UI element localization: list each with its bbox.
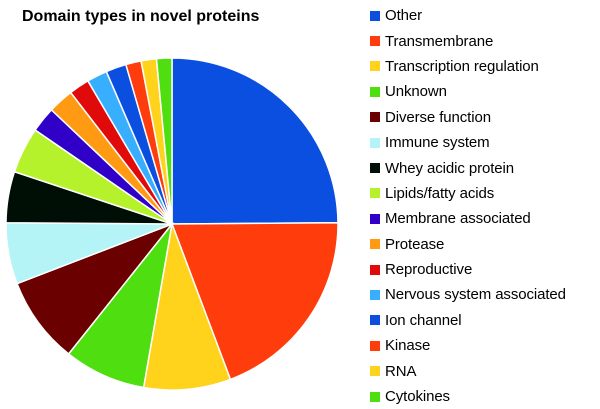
pie-slice-4 — [16, 222, 175, 355]
legend-swatch — [370, 163, 380, 174]
legend-label: Lipids/fatty acids — [385, 184, 495, 202]
pie-slice-15 — [155, 57, 173, 225]
legend-item: Cytokines — [370, 384, 600, 409]
legend-swatch — [370, 340, 380, 351]
legend-swatch — [370, 315, 380, 326]
legend-swatch — [370, 188, 380, 199]
chart-title: Domain types in novel proteins — [22, 8, 260, 25]
legend-swatch — [370, 366, 380, 377]
legend-swatch — [370, 264, 380, 275]
legend-swatch — [370, 112, 380, 123]
legend-item: Protease — [370, 232, 600, 257]
legend-item: Kinase — [370, 333, 600, 358]
legend-label: Ion channel — [385, 311, 462, 329]
legend-swatch — [370, 10, 380, 21]
legend-item: Whey acidic protein — [370, 155, 600, 180]
legend-item: Reproductive — [370, 257, 600, 282]
legend-item: Immune system — [370, 130, 600, 155]
legend-label: Transcription regulation — [385, 57, 539, 75]
pie-slice-0 — [171, 57, 339, 225]
legend-swatch — [370, 36, 380, 47]
legend-swatch — [370, 137, 380, 148]
legend-label: Immune system — [385, 134, 490, 152]
legend-swatch — [370, 289, 380, 300]
legend-swatch — [370, 61, 380, 72]
legend-item: Membrane associated — [370, 206, 600, 231]
legend-item: Transmembrane — [370, 28, 600, 53]
legend-item: Other — [370, 3, 600, 28]
legend-item: Ion channel — [370, 308, 600, 333]
legend-item: RNA — [370, 358, 600, 383]
pie-slice-1 — [170, 221, 339, 381]
legend-swatch — [370, 391, 380, 402]
legend-swatch — [370, 86, 380, 97]
legend-label: Cytokines — [385, 388, 450, 406]
legend-swatch — [370, 239, 380, 250]
legend-label: Membrane associated — [385, 210, 531, 228]
legend-label: Kinase — [385, 337, 431, 355]
legend-item: Transcription regulation — [370, 54, 600, 79]
legend-label: Transmembrane — [385, 32, 494, 50]
legend-label: Whey acidic protein — [385, 159, 514, 177]
legend-label: Nervous system associated — [385, 286, 566, 304]
legend-item: Diverse function — [370, 105, 600, 130]
legend-label: Reproductive — [385, 261, 473, 279]
legend-label: Unknown — [385, 83, 447, 101]
legend-item: Nervous system associated — [370, 282, 600, 307]
legend-swatch — [370, 213, 380, 224]
legend-item: Lipids/fatty acids — [370, 181, 600, 206]
legend-label: Other — [385, 7, 423, 25]
legend-label: Protease — [385, 235, 445, 253]
legend-label: Diverse function — [385, 108, 491, 126]
legend-label: RNA — [385, 362, 417, 380]
legend-item: Unknown — [370, 79, 600, 104]
